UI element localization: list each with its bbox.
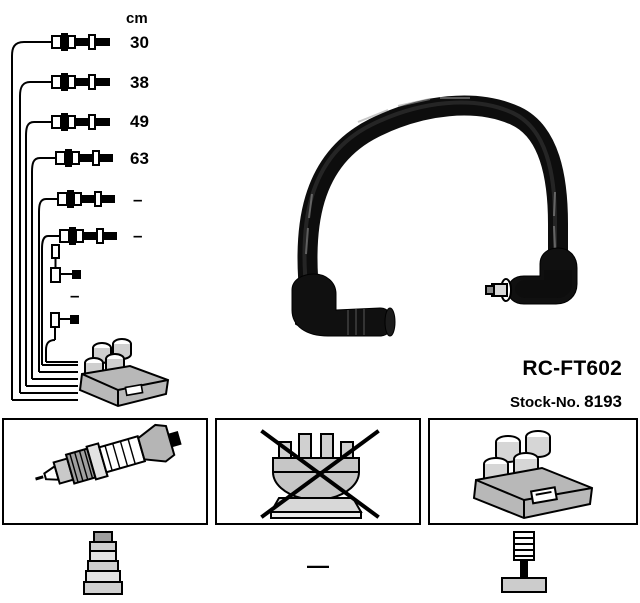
dash-panel: — <box>215 530 421 601</box>
spark-plug-icon <box>35 423 182 485</box>
stock-number-line: Stock-No. 8193 <box>510 392 622 412</box>
cable-set-schematic <box>11 33 117 401</box>
right-coil-connector-boot <box>485 247 578 305</box>
spark-plug-panel <box>2 418 208 525</box>
length-label-5: – <box>133 190 143 209</box>
coil-terminal-icon <box>501 531 547 593</box>
units-header: cm <box>126 10 148 27</box>
small-connector-sketch <box>45 244 81 363</box>
coil-terminal-panel <box>428 530 638 601</box>
bottom-panel-grid: — <box>0 418 640 603</box>
length-label-2: 38 <box>130 73 149 92</box>
middle-dash-label: – <box>70 286 80 305</box>
length-label-3: 49 <box>130 112 149 131</box>
main-ignition-cable-illustration <box>291 95 578 337</box>
part-number-title: RC-FT602 <box>522 357 622 380</box>
rubber-boot-panel <box>2 530 208 601</box>
ignition-coil-panel <box>428 418 638 525</box>
dash-icon: — <box>307 552 329 578</box>
ignition-coil-small-icon <box>78 338 170 408</box>
left-spark-plug-boot <box>291 273 396 337</box>
length-label-4: 63 <box>130 149 149 168</box>
distributor-cap-crossed-out-icon <box>260 429 380 519</box>
distributor-cap-panel <box>215 418 421 525</box>
wire-connectors <box>51 33 117 245</box>
ignition-coil-icon <box>472 430 594 520</box>
stock-number: 8193 <box>584 392 622 411</box>
stock-label: Stock-No. <box>509 394 580 411</box>
length-label-1: 30 <box>130 33 149 52</box>
rubber-boot-icon <box>83 531 123 595</box>
length-label-6: – <box>133 226 143 245</box>
